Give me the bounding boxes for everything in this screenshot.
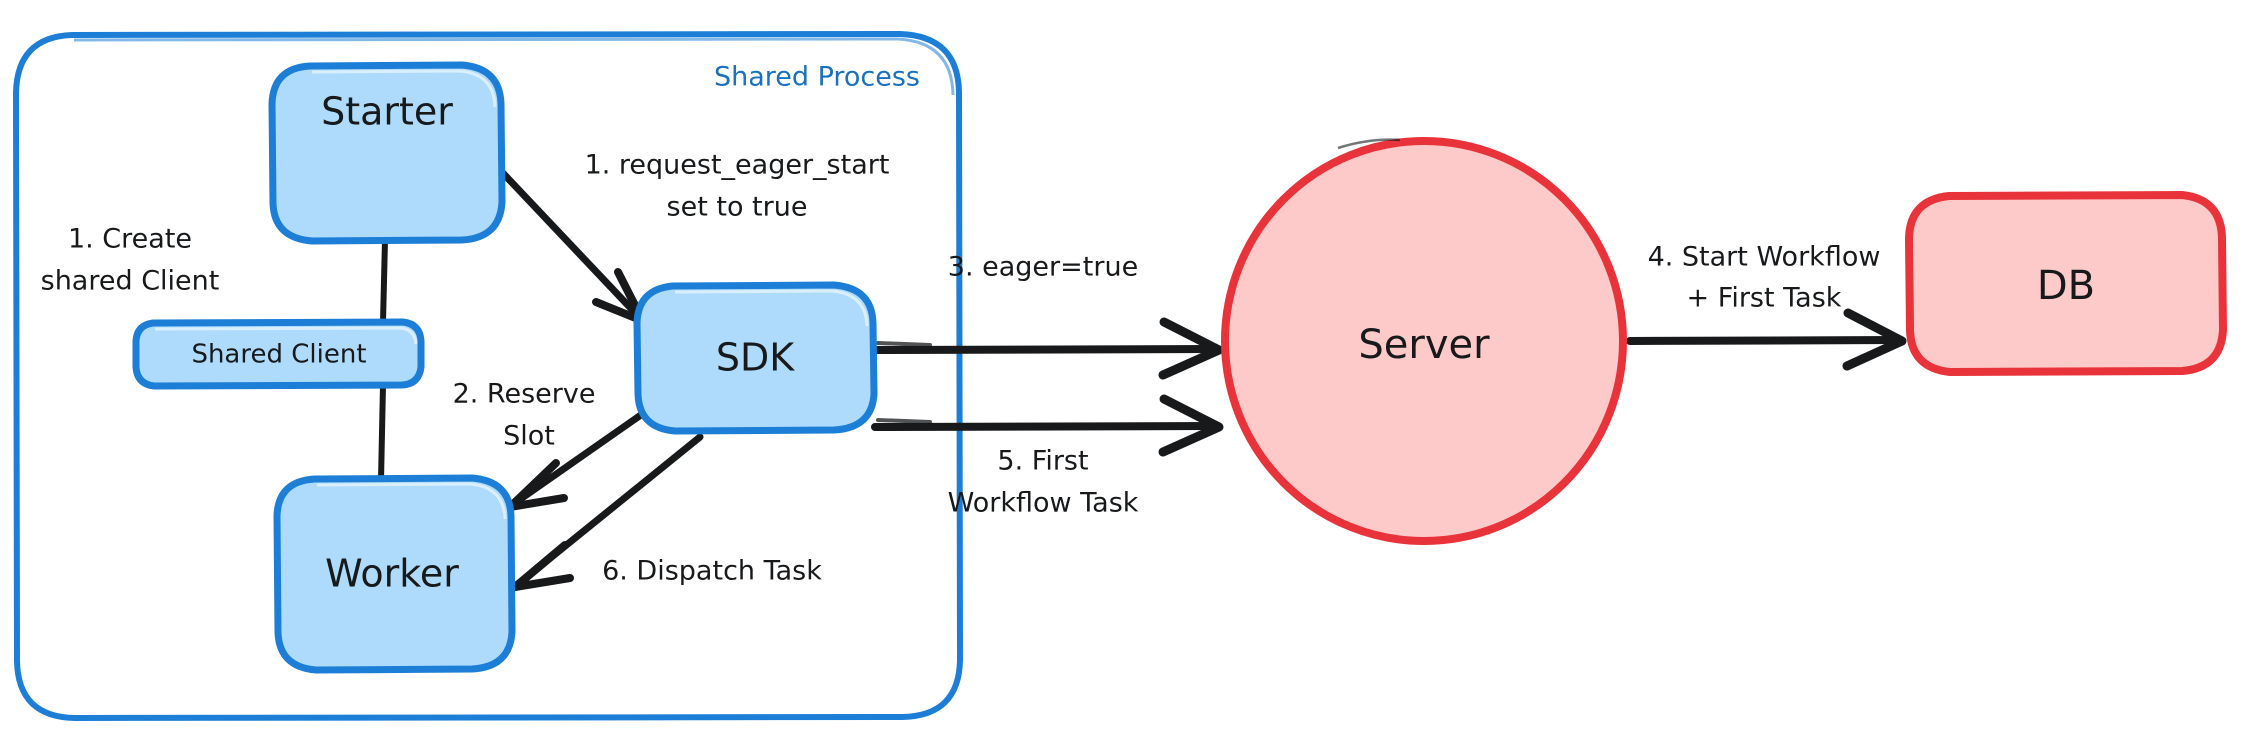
annotation-reserve-slot-line2: Slot (503, 421, 555, 452)
annotation-start-workflow-line1: 4. Start Workflow (1648, 242, 1881, 273)
node-server-sketch-mark (1337, 138, 1401, 150)
arrowhead-3 (1158, 317, 1224, 380)
shared-process-title: Shared Process (714, 62, 920, 93)
node-starter[interactable]: Starter (268, 61, 506, 245)
node-starter-highlight (311, 69, 497, 108)
edge-line-3 (871, 345, 1219, 354)
arrowhead-5 (1158, 394, 1224, 457)
node-server[interactable]: Server (1221, 137, 1627, 545)
node-db[interactable]: DB (1904, 190, 2228, 377)
annotation-dispatch-task-label: 6. Dispatch Task (602, 556, 822, 587)
annotation-request-eager-start-line2: set to true (667, 192, 808, 223)
node-sdk-label: SDK (716, 336, 795, 380)
node-sdk[interactable]: SDK (633, 281, 878, 435)
annotation-reserve-slot-line1: 2. Reserve (453, 379, 596, 410)
node-starter-shape (268, 61, 506, 245)
edge-line-3-sketch (876, 341, 932, 347)
annotation-create-shared-client-line2: shared Client (41, 266, 220, 297)
edge-line-shared-client-to-worker (378, 382, 386, 483)
edge-line-2 (508, 406, 652, 509)
annotation-first-workflow-task-line2: Workflow Task (948, 488, 1139, 519)
edge-4-server-to-db (1626, 308, 1907, 371)
arrowhead-4 (1842, 308, 1907, 371)
node-sdk-shape (633, 281, 878, 435)
annotation-start-workflow: 4. Start Workflow + First Task (1648, 242, 1881, 314)
annotation-reserve-slot: 2. Reserve Slot (453, 379, 596, 452)
annotation-eager-true: 3. eager=true (948, 252, 1138, 283)
annotation-eager-true-label: 3. eager=true (948, 252, 1138, 283)
shared-process-border-sketch (73, 37, 955, 96)
annotation-first-workflow-task-line1: 5. First (997, 446, 1088, 477)
annotation-create-shared-client: 1. Create shared Client (41, 224, 220, 297)
edge-line-5-sketch (876, 418, 932, 424)
edge-5-sdk-to-server (871, 394, 1224, 457)
annotation-create-shared-client-line1: 1. Create (68, 224, 192, 255)
node-starter-label: Starter (321, 90, 453, 134)
node-server-shape (1221, 137, 1627, 545)
node-worker-label: Worker (325, 552, 459, 596)
node-worker[interactable]: Worker (273, 474, 516, 674)
annotation-first-workflow-task: 5. First Workflow Task (948, 446, 1139, 519)
edge-3-sdk-to-server (871, 317, 1224, 380)
shared-process-container[interactable]: Shared Process (13, 31, 963, 721)
node-shared-client[interactable]: Shared Client (132, 318, 425, 390)
node-shared-client-label: Shared Client (191, 340, 366, 370)
annotation-dispatch-task: 6. Dispatch Task (602, 556, 822, 587)
node-db-shape (1904, 190, 2228, 377)
edge-starter-shared-client-worker (378, 237, 388, 483)
annotation-start-workflow-line2: + First Task (1687, 283, 1842, 314)
edge-line-starter-to-shared-client (380, 237, 388, 325)
node-worker-highlight (316, 482, 507, 520)
edge-line-1-sketch (504, 174, 647, 324)
annotation-request-eager-start-line1: 1. request_eager_start (585, 150, 890, 181)
edge-line-5 (871, 422, 1219, 431)
edge-line-4 (1626, 336, 1902, 345)
node-shared-client-highlight (154, 326, 418, 345)
shared-process-border (13, 31, 963, 721)
node-server-label: Server (1358, 322, 1490, 368)
node-db-label: DB (2037, 263, 2095, 309)
node-sdk-highlight (674, 289, 869, 327)
node-shared-client-shape (132, 318, 425, 390)
node-worker-shape (273, 474, 516, 674)
annotation-request-eager-start: 1. request_eager_start set to true (585, 150, 890, 223)
